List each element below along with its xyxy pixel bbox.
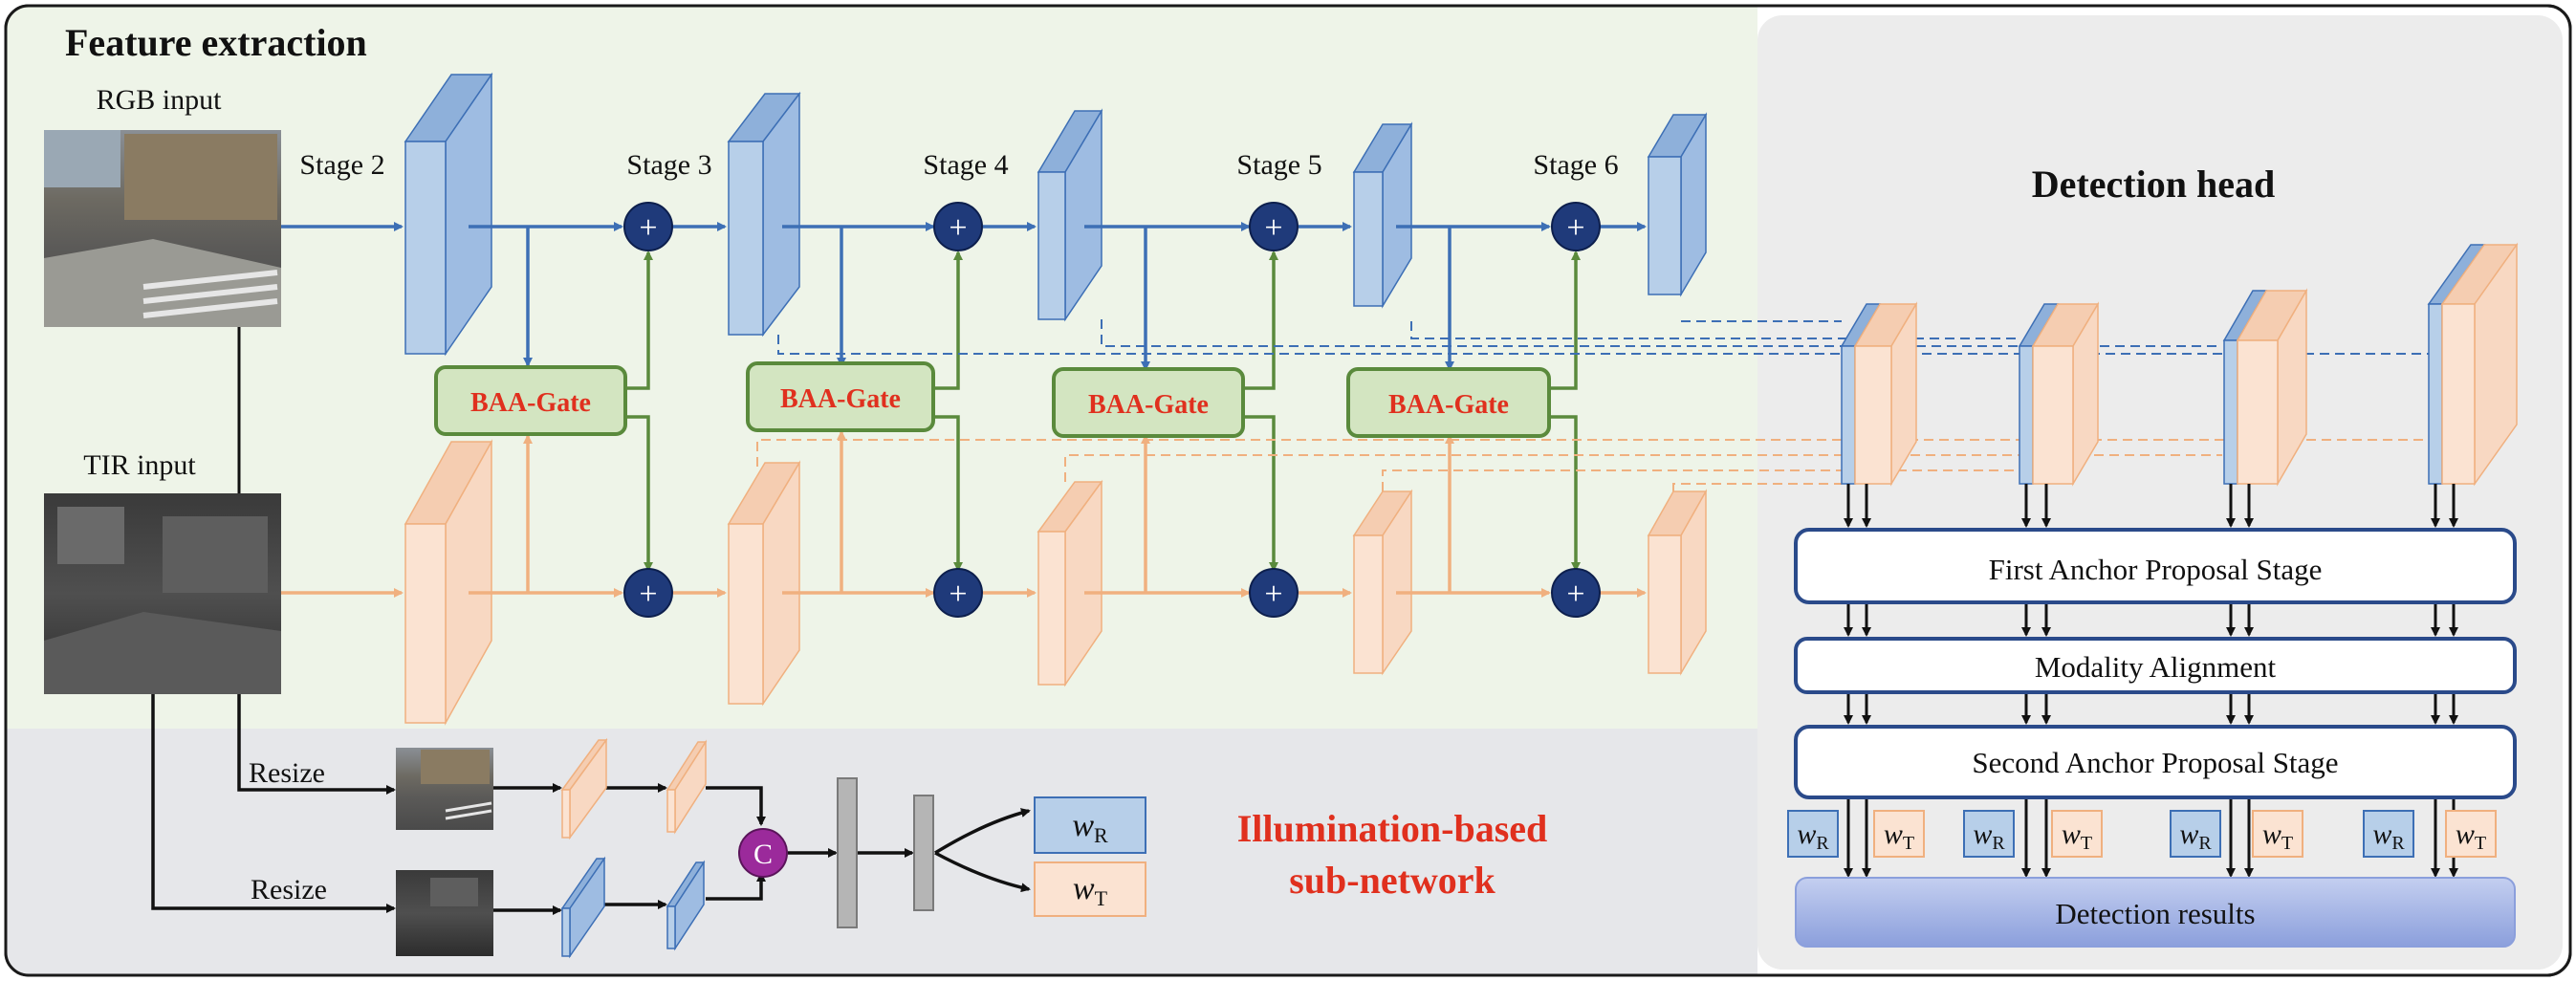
- stage-label-4: Stage 4: [923, 149, 1008, 181]
- illum-weight-r: wR: [1034, 796, 1146, 854]
- detection-results-box: Detection results: [1795, 877, 2516, 948]
- svg-text:wR: wR: [1973, 818, 2005, 854]
- plus-node-rgb-3: +: [1249, 202, 1299, 251]
- illum-rgb-conv-1: [560, 737, 608, 840]
- illum-weight-t: wT: [1034, 861, 1146, 917]
- baa-gate-3: BAA-Gate: [1052, 367, 1245, 438]
- baa-gate-1: BAA-Gate: [434, 365, 627, 436]
- head-weight-r-4: wR: [2363, 810, 2414, 858]
- svg-text:wR: wR: [1797, 818, 1829, 854]
- svg-text:wT: wT: [1073, 871, 1108, 910]
- plus-node-rgb-1: +: [623, 202, 673, 251]
- svg-text:+: +: [639, 577, 657, 612]
- svg-text:+: +: [1264, 577, 1282, 612]
- head-weight-r-2: wR: [1963, 810, 2015, 858]
- svg-text:+: +: [949, 577, 967, 612]
- svg-text:wT: wT: [1884, 818, 1914, 854]
- svg-text:+: +: [639, 210, 657, 246]
- first-anchor-proposal-box: First Anchor Proposal Stage: [1794, 528, 2517, 604]
- resized-rgb-image: [396, 748, 493, 830]
- concat-node: C: [738, 828, 788, 878]
- rgb-feature-stage6: [1647, 112, 1708, 297]
- rgb-feature-stage2: [404, 72, 493, 357]
- svg-text:BAA-Gate: BAA-Gate: [470, 388, 591, 418]
- illum-tir-conv-2: [666, 860, 706, 951]
- head-weight-t-3: wT: [2252, 810, 2303, 858]
- tir-feature-stage4: [1037, 479, 1103, 687]
- plus-node-tir-4: +: [1551, 568, 1601, 618]
- tir-feature-stage5: [1352, 489, 1413, 676]
- rgb-input-image: [44, 130, 281, 327]
- head-weight-r-1: wR: [1787, 810, 1839, 858]
- svg-text:C: C: [753, 839, 773, 870]
- svg-text:BAA-Gate: BAA-Gate: [1388, 390, 1509, 420]
- tir-input-label: TIR input: [83, 449, 196, 481]
- fc-layer-1: [837, 777, 858, 928]
- head-feature-pair-3: [2222, 288, 2308, 487]
- plus-node-tir-1: +: [623, 568, 673, 618]
- svg-text:Detection results: Detection results: [2055, 897, 2255, 930]
- fc-layer-2: [913, 795, 934, 911]
- tir-input-image: [44, 493, 281, 694]
- svg-text:+: +: [1264, 210, 1282, 246]
- feature-extraction-title: Feature extraction: [65, 21, 367, 64]
- modality-alignment-box: Modality Alignment: [1794, 637, 2517, 694]
- illumination-title-line1: Illumination-based: [1237, 807, 1548, 850]
- svg-text:First Anchor Proposal Stage: First Anchor Proposal Stage: [1989, 553, 2323, 586]
- head-feature-pair-1: [1840, 301, 1918, 487]
- resized-tir-image: [396, 870, 493, 956]
- stage-label-6: Stage 6: [1533, 149, 1618, 181]
- head-feature-pair-2: [2018, 301, 2100, 487]
- stage-label-3: Stage 3: [626, 149, 711, 181]
- svg-text:+: +: [1566, 210, 1584, 246]
- svg-text:wT: wT: [2262, 818, 2293, 854]
- svg-text:wR: wR: [2372, 818, 2405, 854]
- resize-label-tir: Resize: [251, 874, 327, 905]
- plus-node-rgb-2: +: [933, 202, 983, 251]
- head-weight-t-1: wT: [1873, 810, 1925, 858]
- head-feature-pair-4: [2427, 242, 2519, 487]
- rgb-input-label: RGB input: [97, 84, 223, 116]
- rgb-feature-stage5: [1352, 121, 1413, 309]
- illum-rgb-conv-2: [666, 739, 708, 835]
- illum-tir-conv-1: [560, 856, 606, 959]
- tir-feature-stage2: [404, 439, 493, 726]
- head-weight-t-4: wT: [2445, 810, 2497, 858]
- stage-label-2: Stage 2: [299, 149, 384, 181]
- illumination-title-line2: sub-network: [1289, 859, 1495, 902]
- plus-node-tir-3: +: [1249, 568, 1299, 618]
- detection-head-title: Detection head: [2032, 163, 2275, 206]
- svg-text:+: +: [949, 210, 967, 246]
- resize-label-rgb: Resize: [249, 757, 325, 789]
- svg-text:wR: wR: [1072, 808, 1108, 847]
- plus-node-tir-2: +: [933, 568, 983, 618]
- second-anchor-proposal-box: Second Anchor Proposal Stage: [1794, 725, 2517, 799]
- head-weight-t-2: wT: [2051, 810, 2103, 858]
- svg-text:Second Anchor Proposal Stage: Second Anchor Proposal Stage: [1972, 746, 2338, 779]
- svg-text:BAA-Gate: BAA-Gate: [1088, 390, 1209, 420]
- stage-label-5: Stage 5: [1236, 149, 1321, 181]
- tir-feature-stage6: [1647, 489, 1708, 676]
- svg-text:BAA-Gate: BAA-Gate: [780, 384, 901, 414]
- rgb-feature-stage3: [727, 91, 801, 338]
- baa-gate-4: BAA-Gate: [1346, 367, 1551, 438]
- tir-feature-stage3: [727, 460, 801, 707]
- svg-text:wT: wT: [2062, 818, 2092, 854]
- baa-gate-2: BAA-Gate: [746, 361, 935, 432]
- rgb-feature-stage4: [1037, 108, 1103, 322]
- plus-node-rgb-4: +: [1551, 202, 1601, 251]
- svg-text:wR: wR: [2179, 818, 2212, 854]
- head-weight-r-3: wR: [2170, 810, 2221, 858]
- svg-text:Modality Alignment: Modality Alignment: [2035, 650, 2277, 684]
- svg-text:+: +: [1566, 577, 1584, 612]
- svg-text:wT: wT: [2456, 818, 2486, 854]
